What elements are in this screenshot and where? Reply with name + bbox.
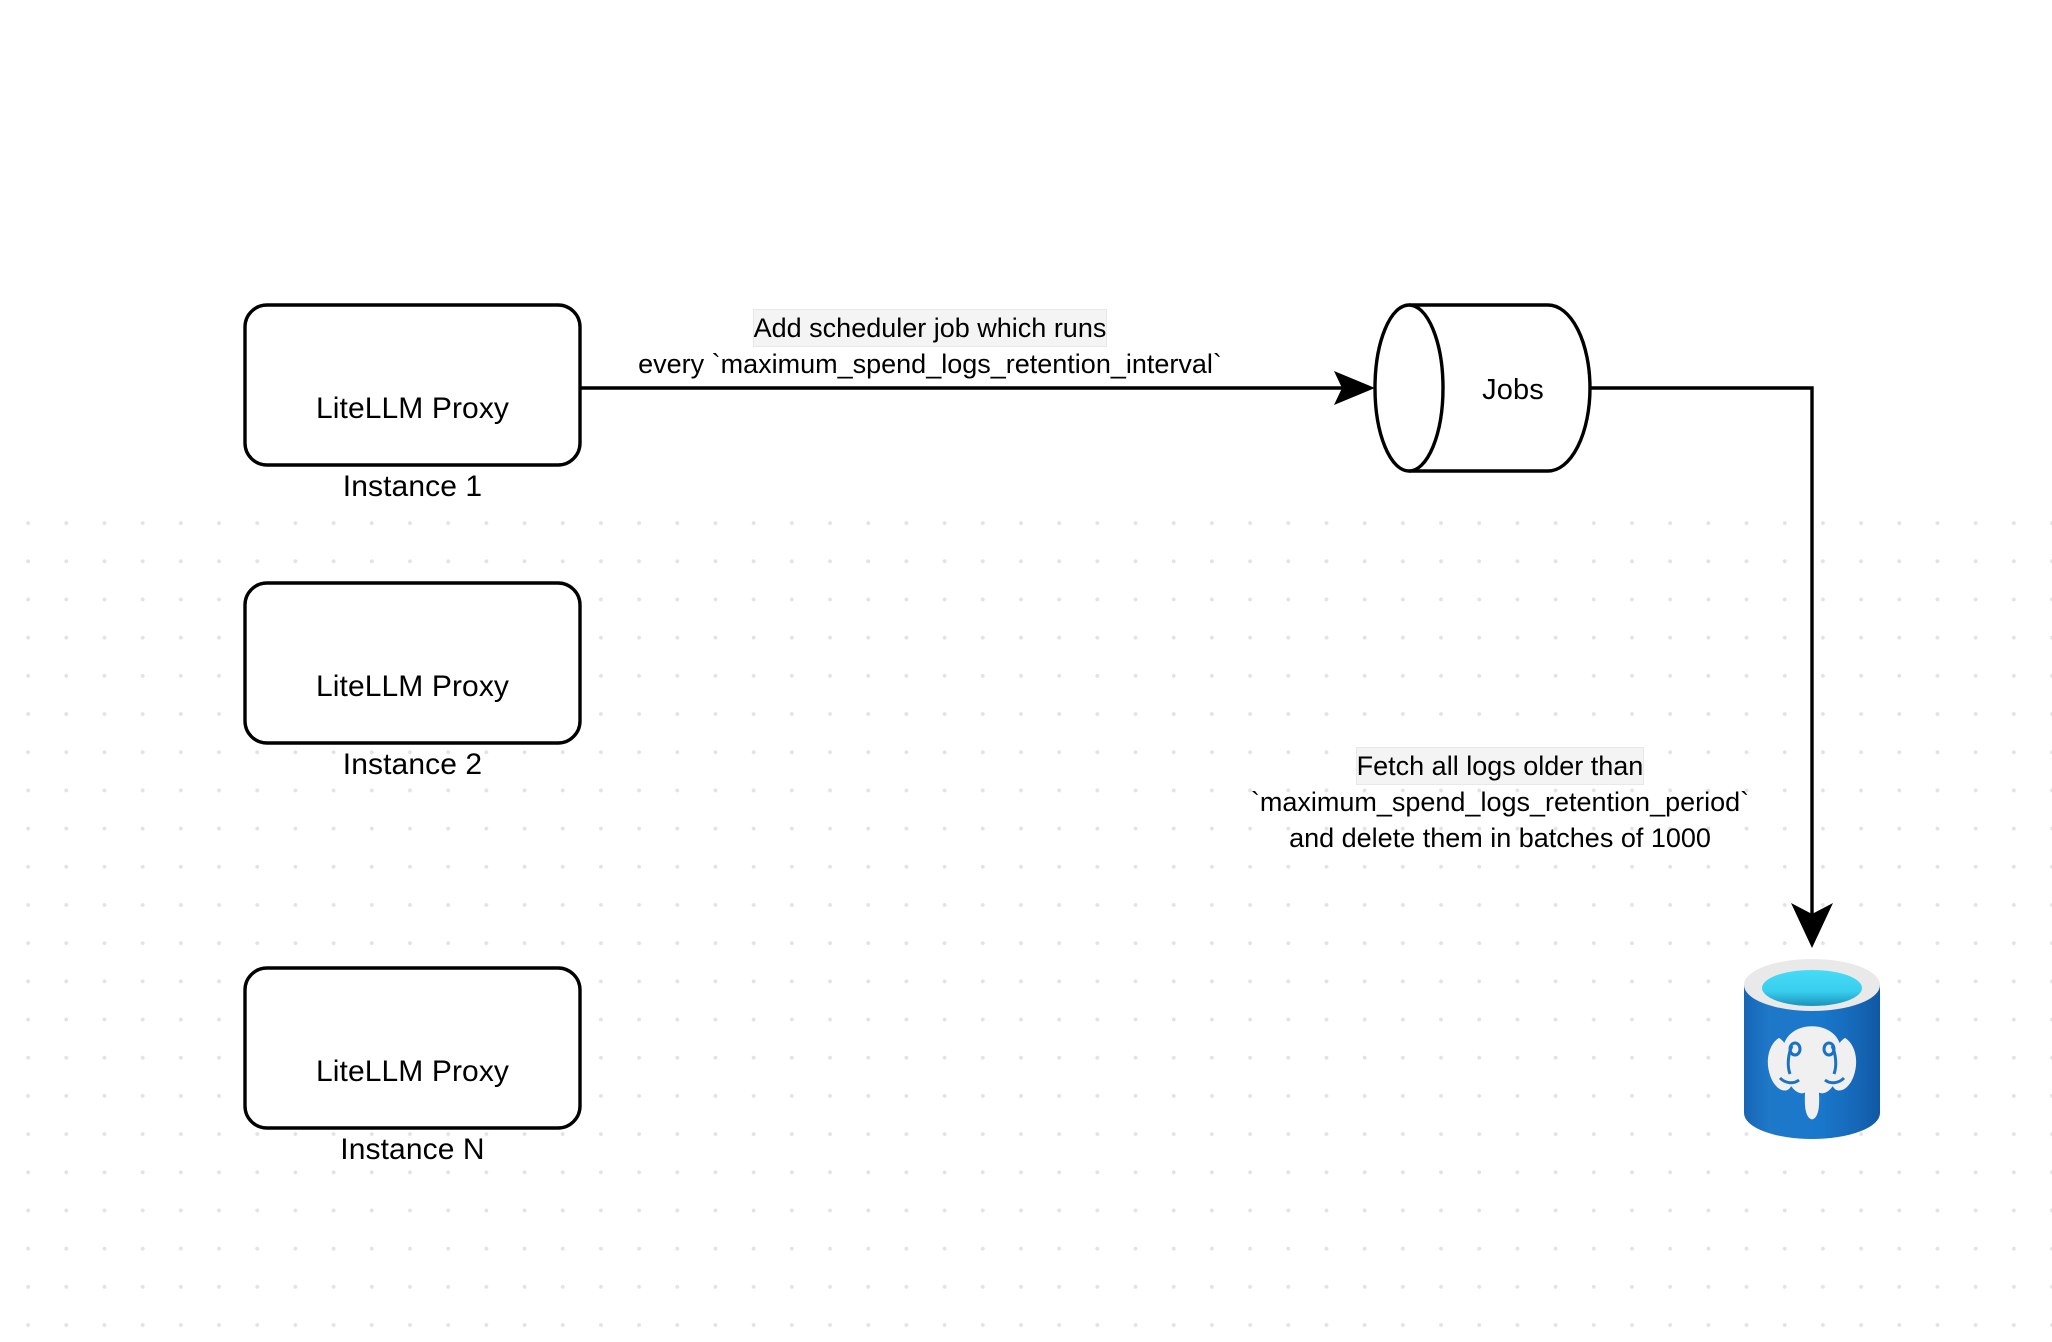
node-proxy-1-label: LiteLLM Proxy Instance 1 bbox=[245, 350, 580, 545]
node-proxy-2-shape[interactable] bbox=[243, 581, 582, 745]
edge-label-line-1: Fetch all logs older than bbox=[1356, 748, 1644, 785]
node-proxy-2-line2: Instance 2 bbox=[342, 748, 483, 781]
edge-label-line-2: every `maximum_spend_logs_retention_inte… bbox=[638, 349, 1222, 380]
edge-jobs-to-postgres-label: Fetch all logs older than `maximum_spend… bbox=[1210, 748, 1790, 857]
node-proxy-1-shape[interactable] bbox=[243, 303, 582, 467]
edge-label-line-3: and delete them in batches of 1000 bbox=[1289, 823, 1711, 854]
node-jobs-label: Jobs bbox=[1482, 374, 1544, 406]
node-proxy-n-line2: Instance N bbox=[340, 1133, 485, 1166]
node-proxy-n-shape[interactable] bbox=[243, 966, 582, 1130]
edge-label-line-2: `maximum_spend_logs_retention_period` bbox=[1250, 787, 1750, 818]
edge-label-line-1: Add scheduler job which runs bbox=[753, 310, 1107, 347]
node-jobs-left-cap bbox=[1373, 303, 1445, 473]
node-jobs-body[interactable] bbox=[1409, 303, 1592, 473]
edge-proxy1-to-jobs-arrowhead bbox=[1334, 371, 1375, 405]
node-proxy-2-label: LiteLLM Proxy Instance 2 bbox=[245, 628, 580, 823]
edge-jobs-to-postgres-line bbox=[1590, 386, 1814, 922]
node-proxy-n-label: LiteLLM Proxy Instance N bbox=[245, 1013, 580, 1208]
node-proxy-1-line2: Instance 1 bbox=[342, 470, 483, 503]
node-proxy-2-line1: LiteLLM Proxy bbox=[315, 670, 510, 703]
postgresql-elephant-icon[interactable] bbox=[1744, 959, 1880, 1139]
edge-jobs-to-postgres-arrowhead bbox=[1791, 903, 1833, 948]
edge-proxy1-to-jobs-label: Add scheduler job which runs every `maxi… bbox=[560, 310, 1300, 382]
node-proxy-1-line1: LiteLLM Proxy bbox=[315, 392, 510, 425]
node-proxy-n-line1: LiteLLM Proxy bbox=[315, 1055, 510, 1088]
